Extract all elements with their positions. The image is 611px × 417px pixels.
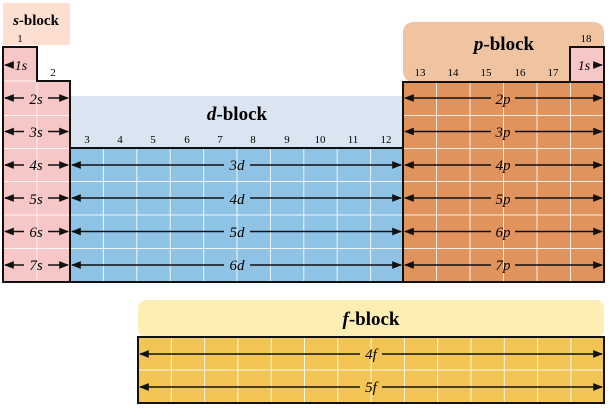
orbital-label-d: 4d <box>230 192 246 208</box>
orbital-label-p: 2p <box>496 92 512 108</box>
f-block-header-panel <box>138 300 604 337</box>
group-number: 13 <box>415 67 427 79</box>
d-block-title: d-block <box>207 104 268 125</box>
group-number: 17 <box>548 67 560 79</box>
orbital-label-s: 6s <box>29 225 43 241</box>
group-number: 9 <box>284 134 290 146</box>
group-number: 15 <box>481 67 493 79</box>
group-number: 16 <box>515 67 527 79</box>
group-number: 2 <box>50 67 56 79</box>
orbital-label-s: 5s <box>29 192 43 208</box>
he-cell-outline <box>569 46 605 83</box>
block-outlines <box>2 46 605 404</box>
orbital-label-p: 4p <box>496 158 512 174</box>
orbital-label-s: 7s <box>29 258 43 274</box>
group-numbers: 1 2 3 4 5 6 7 8 9 10 11 12 13 14 15 16 1… <box>17 33 592 146</box>
orbital-label-s: 1s <box>15 59 28 74</box>
group-number: 14 <box>448 67 460 79</box>
orbital-label-s: 2s <box>29 92 43 108</box>
group-number: 7 <box>217 134 223 146</box>
f-block-outline <box>137 336 605 404</box>
group-number: 4 <box>117 134 123 146</box>
group-number: 8 <box>250 134 256 146</box>
orbital-label-he: 1s <box>578 59 591 74</box>
orbital-label-d: 3d <box>229 158 246 174</box>
group-number: 3 <box>84 134 90 146</box>
group-number: 18 <box>581 33 593 45</box>
group-number: 11 <box>348 134 359 146</box>
orbital-label-f: 5f <box>365 380 379 396</box>
orbital-arrows <box>4 61 603 391</box>
group-number: 12 <box>381 134 392 146</box>
orbital-labels: 1s 2s 3s 4s 5s 6s 7s 3d 4d 5d 6d 2p 3p 4… <box>15 59 591 396</box>
orbital-label-p: 5p <box>496 192 512 208</box>
group-number: 5 <box>150 134 156 146</box>
s-block-title: s-block <box>12 13 60 29</box>
grid-lines <box>3 80 604 403</box>
s-block-header-panel <box>3 3 70 45</box>
f-block-title: f-block <box>342 309 399 330</box>
orbital-label-d: 5d <box>230 225 246 241</box>
orbital-label-p: 3p <box>495 125 512 141</box>
p-block-title: p-block <box>472 34 535 55</box>
orbital-label-d: 6d <box>230 258 246 274</box>
orbital-label-f: 4f <box>365 347 379 363</box>
s-block-outline <box>2 46 71 283</box>
d-block-header-panel <box>70 96 404 148</box>
orbital-label-s: 3s <box>28 125 43 141</box>
group-number: 10 <box>315 134 327 146</box>
orbital-label-s: 4s <box>29 158 43 174</box>
group-number: 1 <box>17 33 23 45</box>
orbital-label-p: 6p <box>496 225 512 241</box>
p-block-header-panel <box>403 22 604 82</box>
p-block-outline <box>402 81 605 283</box>
group-number: 6 <box>184 134 190 146</box>
orbital-label-p: 7p <box>496 258 512 274</box>
